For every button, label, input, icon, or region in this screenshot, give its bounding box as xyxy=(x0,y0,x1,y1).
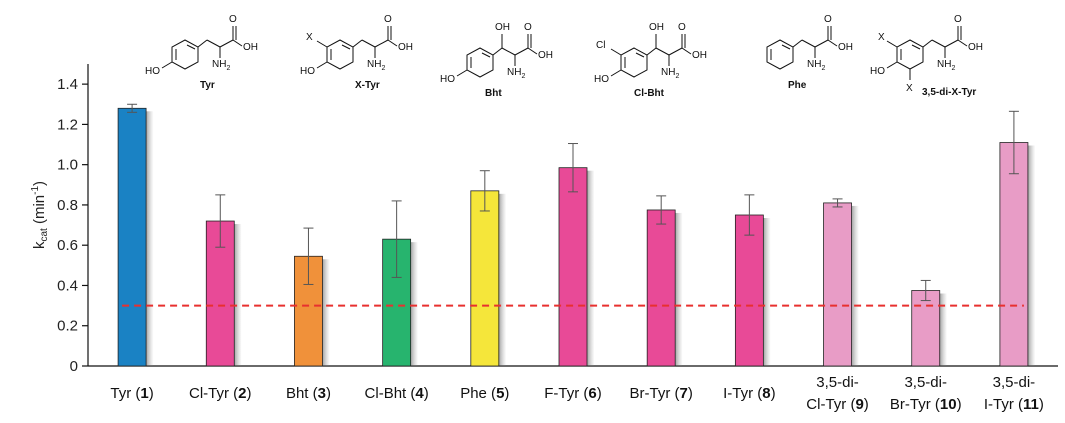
atom-label: NH2 xyxy=(507,67,525,80)
atom-label: HO xyxy=(594,74,609,85)
atom-label: NH2 xyxy=(661,67,679,80)
x-tick-label: 3,5-di- xyxy=(993,374,1036,391)
atom-label: OH xyxy=(398,42,413,53)
x-tick-label: Br-Tyr (7) xyxy=(630,385,693,402)
structure-tyr: O OH NH2 HO Tyr xyxy=(145,14,258,91)
structure-name: X-Tyr xyxy=(355,80,380,91)
x-tick-label: Cl-Bht (4) xyxy=(365,385,429,402)
bar-shadow xyxy=(939,293,947,366)
bar-shadow xyxy=(675,212,683,366)
structure-name: Bht xyxy=(485,88,502,99)
atom-label: HO xyxy=(300,66,315,77)
structure-bht: OH O OH NH2 HO Bht xyxy=(440,22,553,99)
bar xyxy=(646,209,676,367)
structure-phe: O OH NH2 Phe xyxy=(766,14,853,91)
atom-label: NH2 xyxy=(212,59,230,72)
bar xyxy=(911,290,941,367)
bar-shadow xyxy=(1027,145,1035,366)
structure-name: Phe xyxy=(788,80,807,91)
atom-label: NH2 xyxy=(937,59,955,72)
x-tick-label: Bht (3) xyxy=(286,385,331,402)
y-tick-label: 1.0 xyxy=(57,157,78,174)
bar xyxy=(734,214,764,367)
atom-label: Cl xyxy=(596,40,605,51)
atom-label: O xyxy=(824,14,832,25)
y-axis-label: kcat (min-1) xyxy=(30,181,50,249)
atom-label: OH xyxy=(649,22,664,33)
atom-label: OH xyxy=(968,42,983,53)
bar xyxy=(470,190,500,367)
atom-label: HO xyxy=(870,66,885,77)
structure-cl-bht: Cl OH O OH NH2 HO Cl-Bht xyxy=(594,22,707,99)
bar-shadow xyxy=(410,242,418,366)
bar xyxy=(117,107,147,367)
y-tick-label: 0.6 xyxy=(57,237,78,254)
bar-shadow xyxy=(763,218,771,366)
atom-label: O xyxy=(229,14,237,25)
y-tick-label: 1.4 xyxy=(57,76,78,93)
x-tick-label: 3,5-di- xyxy=(816,374,859,391)
x-tick-label: I-Tyr (8) xyxy=(723,385,776,402)
x-tick-label: Cl-Tyr (2) xyxy=(189,385,251,402)
atom-label: O xyxy=(384,14,392,25)
x-tick-label: Cl-Tyr (9) xyxy=(806,396,869,413)
bar xyxy=(558,167,588,367)
atom-label: OH xyxy=(538,50,553,61)
bar-shadow xyxy=(587,170,594,366)
x-tick-label: Tyr (1) xyxy=(110,385,153,402)
x-tick-label: 3,5-di- xyxy=(904,374,947,391)
x-tick-label: Br-Tyr (10) xyxy=(890,396,962,413)
atom-label: X xyxy=(906,83,913,94)
structure-name: Tyr xyxy=(200,80,215,91)
atom-label: OH xyxy=(243,42,258,53)
atom-label: OH xyxy=(838,42,853,53)
atom-label: O xyxy=(678,22,686,33)
structure-x-tyr: X O OH NH2 HO X-Tyr xyxy=(300,14,413,91)
y-tick-label: 0.2 xyxy=(57,318,78,335)
bar-shadow xyxy=(851,205,859,366)
bar xyxy=(823,202,852,367)
bar xyxy=(999,142,1029,367)
y-tick-label: 0.8 xyxy=(57,197,78,214)
bars xyxy=(117,103,1035,367)
atom-label: O xyxy=(954,14,962,25)
x-tick-label: Phe (5) xyxy=(460,385,509,402)
x-tick-labels: Tyr (1) Cl-Tyr (2) Bht (3) Cl-Bht (4) Phe (5… xyxy=(110,374,1043,413)
atom-label: NH2 xyxy=(807,59,825,72)
y-tick-label: 0.4 xyxy=(57,277,78,294)
bar-shadow xyxy=(498,193,506,366)
x-tick-label: F-Tyr (6) xyxy=(544,385,602,402)
atom-label: O xyxy=(524,22,532,33)
structure-3-5-di-x-tyr: X O OH NH2 HO X 3,5-di-X-Tyr xyxy=(870,14,983,98)
chemical-structures: O OH NH2 HO Tyr X O OH NH2 HO X-Tyr xyxy=(145,14,983,99)
structure-name: 3,5-di-X-Tyr xyxy=(922,87,976,98)
y-tick-label: 0 xyxy=(70,358,78,375)
atom-label: HO xyxy=(440,74,455,85)
x-tick-label: I-Tyr (11) xyxy=(984,396,1044,413)
structure-name: Cl-Bht xyxy=(634,88,665,99)
atom-label: X xyxy=(878,32,885,43)
atom-label: NH2 xyxy=(367,59,385,72)
atom-label: OH xyxy=(692,50,707,61)
bar-shadow xyxy=(322,259,330,366)
bar-shadow xyxy=(234,224,242,366)
bar-shadow xyxy=(146,111,154,366)
atom-label: X xyxy=(306,32,313,43)
y-ticks: 0 0.2 0.4 0.6 0.8 1.0 1.2 1.4 xyxy=(57,76,88,375)
atom-label: HO xyxy=(145,66,160,77)
y-tick-label: 1.2 xyxy=(57,116,78,133)
atom-label: OH xyxy=(495,22,510,33)
